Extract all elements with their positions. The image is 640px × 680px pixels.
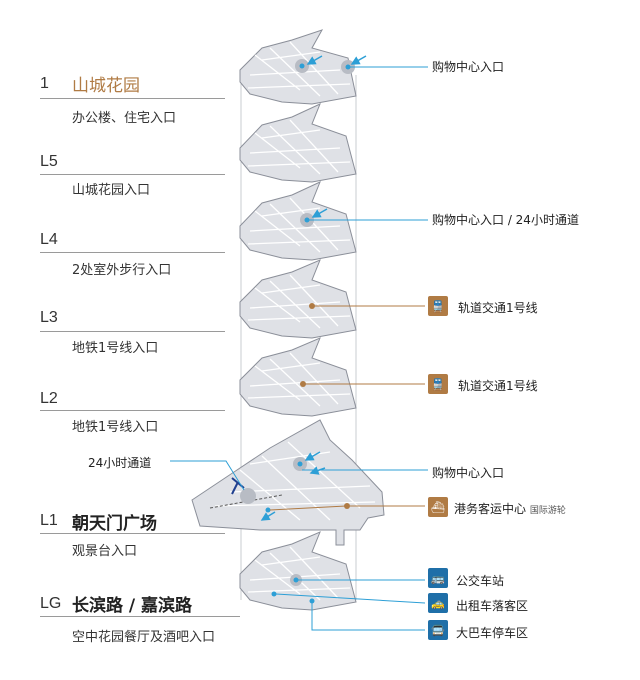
callout-metro-line-1-b: 轨道交通1号线 [458,379,538,393]
floor-plate-l5 [239,103,357,183]
floor-plate-l4 [239,181,428,261]
level-subtitle-lg: 空中花园餐厅及酒吧入口 [72,630,216,645]
level-title-l1: 朝天门广场 [72,514,157,534]
level-subtitle-1: 办公楼、住宅入口 [72,111,177,126]
floor-plate-l2 [239,337,425,417]
callout-bus-station: 公交车站 [456,574,505,588]
level-divider-l3 [40,331,225,332]
level-id-l2: L2 [40,390,58,407]
level-subtitle-l3: 地铁1号线入口 [72,341,159,356]
level-subtitle-l4: 2处室外步行入口 [72,263,172,278]
level-id-lg: LG [40,595,62,612]
callout-taxi-area: 出租车落客区 [456,599,529,613]
level-divider-l5 [40,174,225,175]
callout-l1-mall-entrance: 购物中心入口 [432,466,505,480]
level-id-1: 1 [40,75,49,92]
coach-icon: 🚍 [428,620,448,640]
level-subtitle-l5: 山城花园入口 [72,183,151,198]
callout-24h-corridor: 24小时通道 [88,456,152,470]
level-divider-l1 [40,533,225,534]
level-divider-l2 [40,410,225,411]
callout-passenger-center: 港务客运中心 国际游轮 [454,500,566,517]
bus-icon: 🚌 [428,568,448,588]
level-subtitle-l1: 观景台入口 [72,544,138,559]
level-subtitle-l2: 地铁1号线入口 [72,420,159,435]
level-id-l5: L5 [40,153,58,170]
level-divider-lg [40,616,240,617]
level-id-l3: L3 [40,309,58,326]
floor-plate-lg [239,531,426,631]
ship-icon: ⛴ [428,497,448,517]
level-id-l4: L4 [40,231,58,248]
level-id-l1: L1 [40,512,58,529]
floor-plate-1 [239,29,428,105]
floor-plate-l3 [239,259,425,339]
level-title-1: 山城花园 [72,76,140,96]
level-divider-l4 [40,252,225,253]
passenger-center-label: 港务客运中心 [454,502,527,516]
metro-train-icon: 🚆 [428,296,448,316]
callout-l4-mall-entrance: 购物中心入口 / 24小时通道 [432,213,579,227]
callout-coach-parking: 大巴车停车区 [456,626,529,640]
passenger-center-note: 国际游轮 [529,506,566,516]
callout-top-mall-entrance: 购物中心入口 [432,60,505,74]
level-divider-1 [40,98,225,99]
metro-train-icon: 🚆 [428,374,448,394]
taxi-icon: 🚕 [428,593,448,613]
callout-metro-line-1-a: 轨道交通1号线 [458,301,538,315]
level-title-lg: 长滨路 / 嘉滨路 [72,596,193,616]
floor-plate-l1 [170,419,428,546]
